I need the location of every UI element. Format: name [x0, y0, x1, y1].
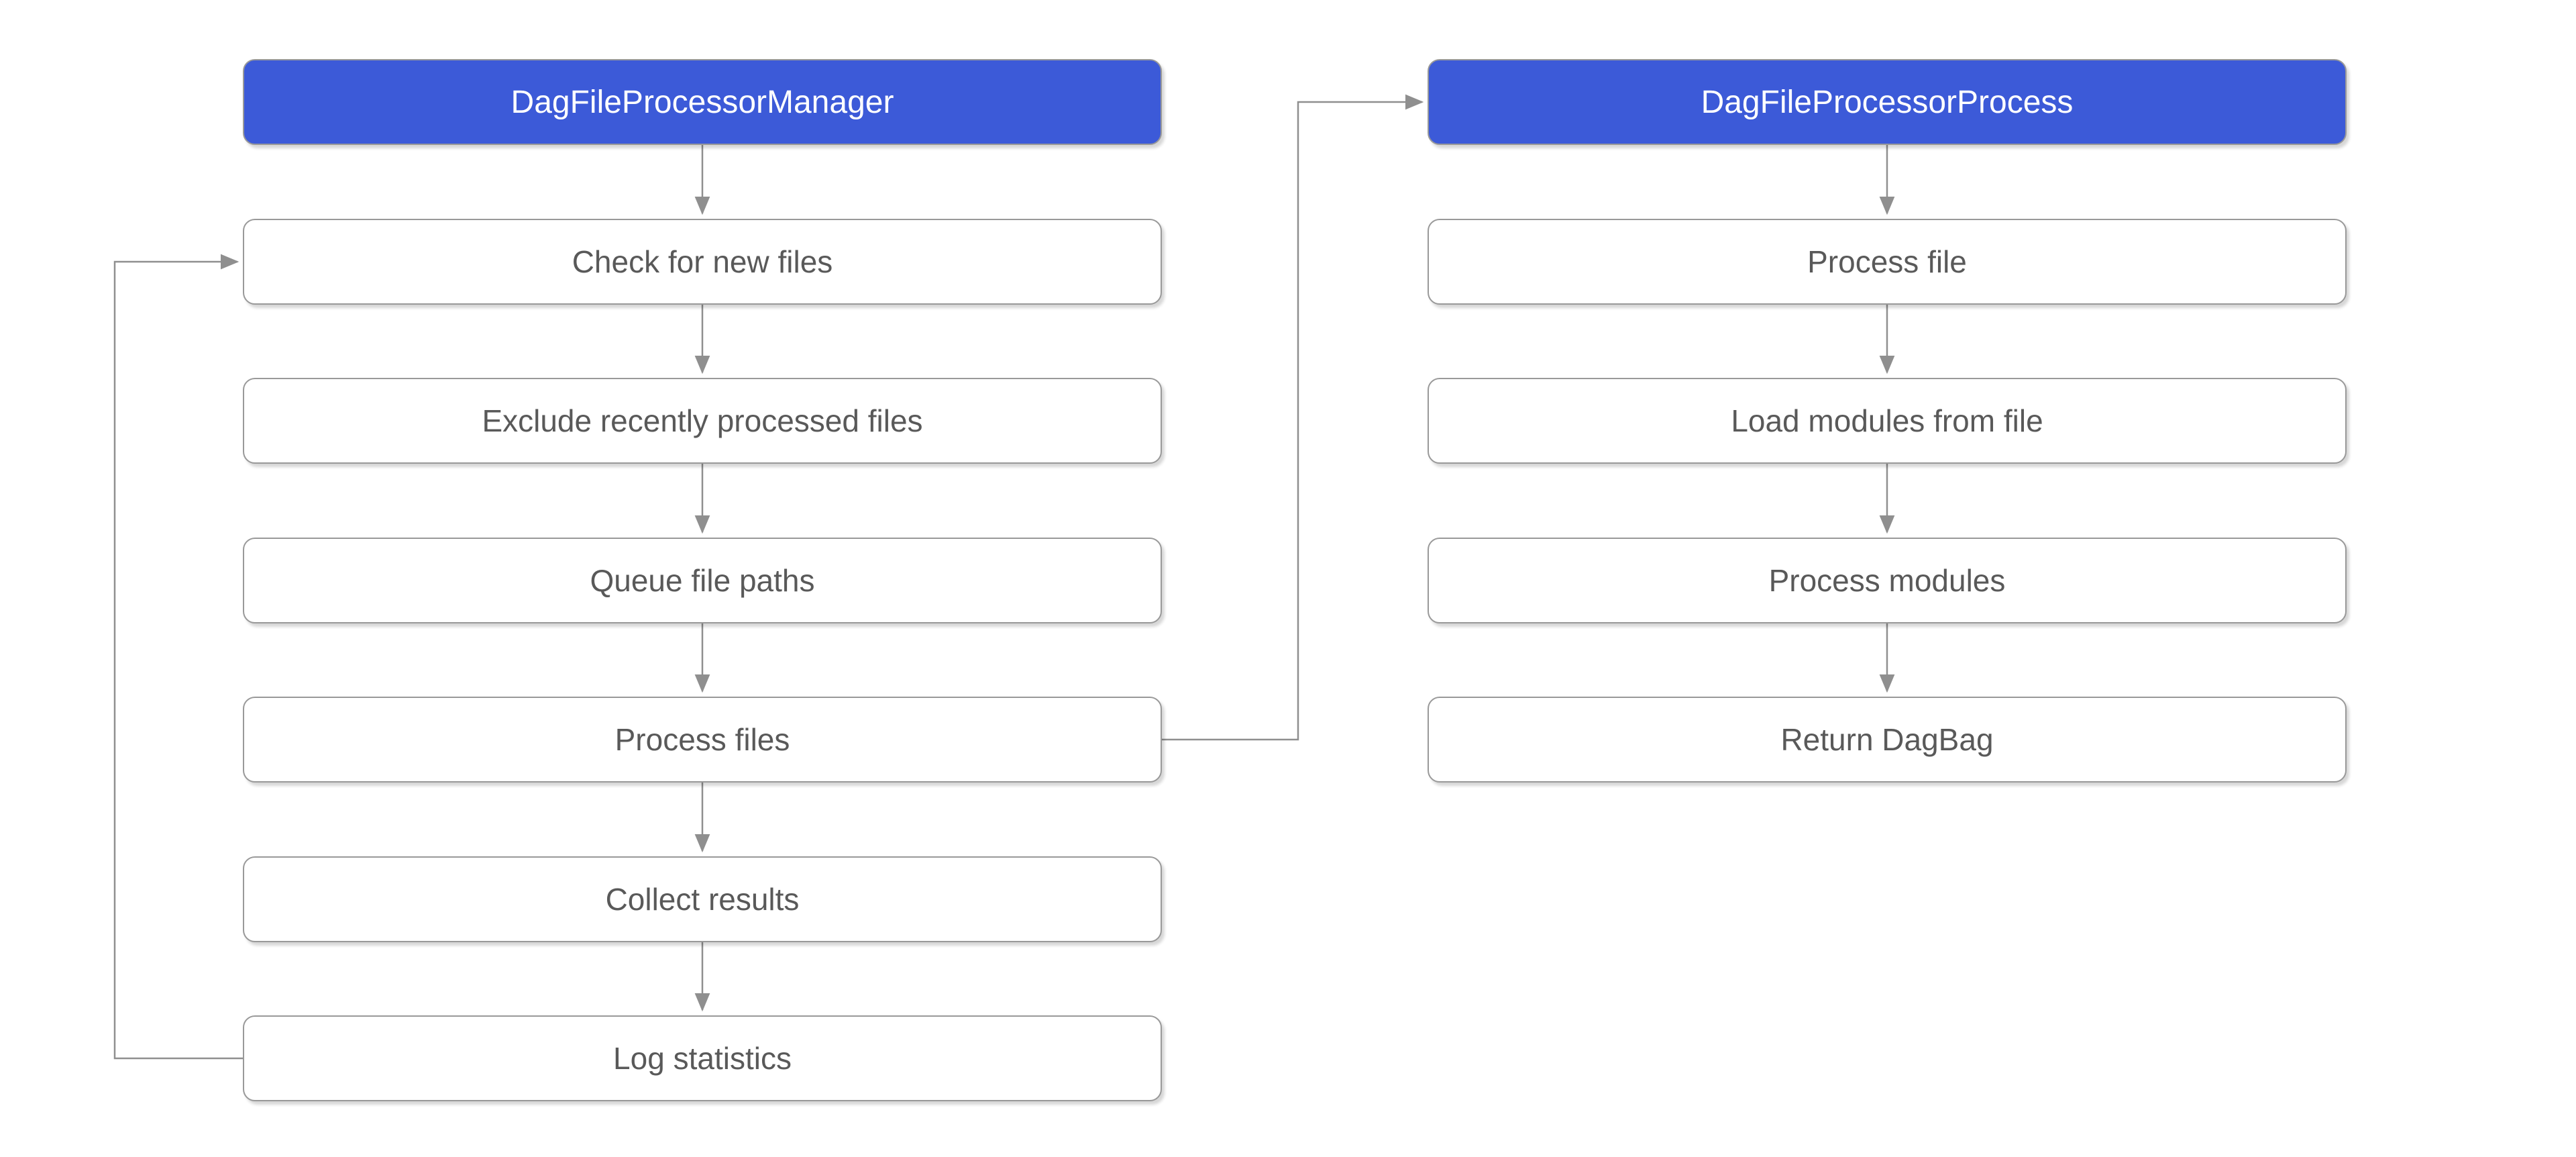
node-process-modules: Process modules [1428, 538, 2347, 623]
node-collect-results: Collect results [243, 856, 1162, 942]
node-process-files: Process files [243, 697, 1162, 783]
node-check-for-new-files: Check for new files [243, 219, 1162, 305]
node-queue-file-paths: Queue file paths [243, 538, 1162, 623]
node-dagfileprocessorprocess: DagFileProcessorProcess [1428, 59, 2347, 145]
node-load-modules-from-file: Load modules from file [1428, 378, 2347, 464]
node-process-file: Process file [1428, 219, 2347, 305]
edge-process-files-to-dagfileprocessorprocess [1162, 94, 1424, 741]
node-exclude-recently-processed-files: Exclude recently processed files [243, 378, 1162, 464]
edge-log-statistics-to-check-for-new-files [113, 254, 243, 1060]
node-dagfileprocessormanager: DagFileProcessorManager [243, 59, 1162, 145]
node-return-dagbag: Return DagBag [1428, 697, 2347, 783]
node-log-statistics: Log statistics [243, 1015, 1162, 1101]
